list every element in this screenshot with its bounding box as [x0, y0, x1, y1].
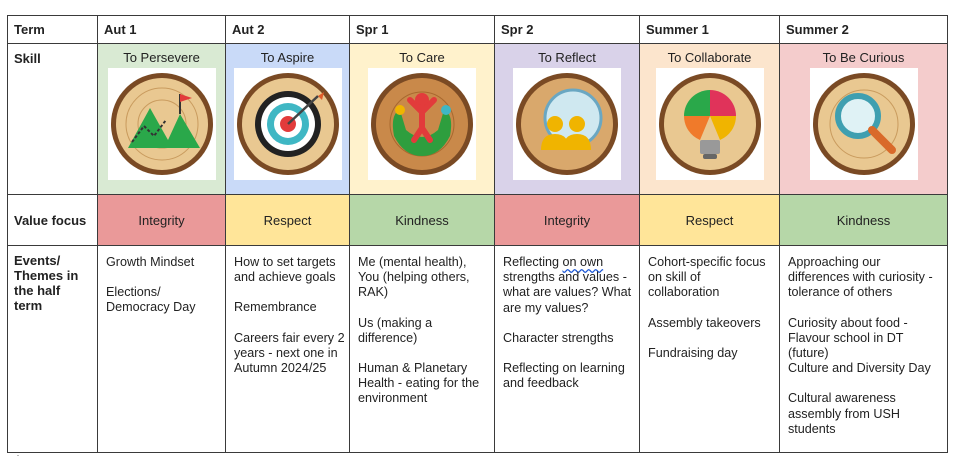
mountain-flag-icon — [110, 73, 213, 175]
event-item: Growth Mindset — [106, 255, 195, 269]
spellcheck-underline: on own — [562, 255, 604, 269]
skill-title: To Persevere — [123, 50, 200, 65]
event-item: Human & Planetary Health - eating for th… — [358, 361, 480, 406]
reflection-mirror-icon — [516, 73, 618, 175]
events-spr2: Reflecting on own strengths and values -… — [494, 244, 640, 454]
event-item: How to set targets and achieve goals — [234, 255, 336, 285]
events-summer1: Cohort-specific focus on skill of collab… — [639, 244, 780, 454]
events-aut2: How to set targets and achieve goals Rem… — [225, 244, 350, 454]
term-summer2: Summer 2 — [779, 15, 948, 44]
term-aut2: Aut 2 — [225, 15, 350, 44]
event-item: Fundraising day — [648, 345, 738, 360]
skill-cell-persevere: To Persevere — [97, 43, 226, 195]
curriculum-table: Term Aut 1 Aut 2 Spr 1 Spr 2 Summer 1 Su… — [7, 15, 948, 454]
skill-title: To Be Curious — [822, 50, 905, 65]
skill-title: To Aspire — [260, 50, 315, 65]
value-integrity: Integrity — [494, 194, 640, 246]
skill-cell-curious: To Be Curious — [779, 43, 948, 195]
value-kindness: Kindness — [349, 194, 495, 246]
event-item: Assembly takeovers — [648, 315, 761, 330]
event-item: Cohort-specific focus on skill of collab… — [648, 255, 766, 300]
value-integrity: Integrity — [97, 194, 226, 246]
value-focus-row: Value focus Integrity Respect Kindness I… — [7, 194, 948, 246]
value-focus-label: Value focus — [7, 194, 98, 246]
value-respect: Respect — [225, 194, 350, 246]
skill-title: To Care — [399, 50, 445, 65]
term-spr1: Spr 1 — [349, 15, 495, 44]
events-label: Events/ Themes in the half term — [7, 244, 98, 454]
skill-cell-care: To Care — [349, 43, 495, 195]
skill-cell-collaborate: To Collaborate — [639, 43, 780, 195]
skill-label: Skill — [7, 43, 98, 195]
target-arrow-icon — [236, 73, 339, 175]
event-item: Remembrance — [234, 300, 317, 315]
event-item: Cultural awareness assembly from USH stu… — [788, 391, 900, 436]
cursor-mark — [17, 455, 19, 456]
term-spr2: Spr 2 — [494, 15, 640, 44]
term-header: Term — [7, 15, 98, 44]
value-respect: Respect — [639, 194, 780, 246]
header-row: Term Aut 1 Aut 2 Spr 1 Spr 2 Summer 1 Su… — [7, 15, 948, 44]
skill-title: To Reflect — [538, 50, 596, 65]
event-item: Culture and Diversity Day — [788, 361, 931, 376]
events-spr1: Me (mental health), You (helping others,… — [349, 244, 495, 454]
skill-row: Skill To Persevere To Aspire — [7, 43, 948, 195]
puzzle-lightbulb-icon — [658, 73, 761, 175]
event-item: Us (making a difference) — [358, 315, 433, 345]
event-item: Reflecting on own strengths and values -… — [503, 255, 632, 315]
term-aut1: Aut 1 — [97, 15, 226, 44]
term-summer1: Summer 1 — [639, 15, 780, 44]
event-item: Elections/ Democracy Day — [106, 285, 196, 315]
event-item: Me (mental health), You (helping others,… — [358, 255, 470, 300]
event-item: Curiosity about food - Flavour school in… — [788, 315, 908, 361]
skill-cell-aspire: To Aspire — [225, 43, 350, 195]
event-item: Reflecting on learning and feedback — [503, 361, 625, 391]
magnifying-glass-icon — [812, 73, 915, 175]
caring-hands-icon — [371, 73, 473, 175]
event-item: Careers fair every 2 years - next one in… — [234, 330, 345, 376]
events-aut1: Growth Mindset Elections/ Democracy Day — [97, 244, 226, 454]
skill-cell-reflect: To Reflect — [494, 43, 640, 195]
skill-title: To Collaborate — [667, 50, 752, 65]
value-kindness: Kindness — [779, 194, 948, 246]
events-row: Events/ Themes in the half term Growth M… — [7, 244, 948, 454]
event-item: Character strengths — [503, 330, 614, 345]
event-item: Approaching our differences with curiosi… — [788, 255, 933, 300]
events-summer2: Approaching our differences with curiosi… — [779, 244, 948, 454]
